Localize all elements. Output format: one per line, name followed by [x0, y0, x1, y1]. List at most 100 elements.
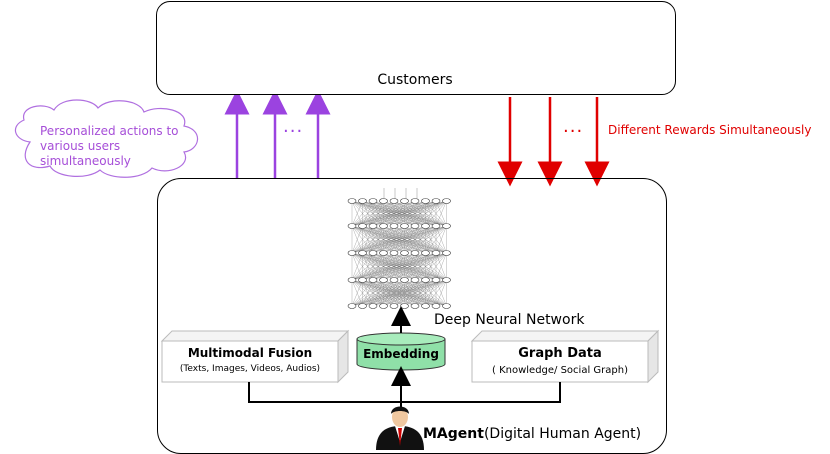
nn-edge — [351, 225, 395, 254]
nn-edge — [414, 252, 447, 281]
nn-edge — [351, 279, 416, 307]
reward-ellipsis: ... — [563, 116, 584, 137]
nn-edge — [362, 200, 447, 227]
multimodal-subtitle: (Texts, Images, Videos, Audios) — [179, 364, 321, 374]
nn-node — [421, 277, 430, 283]
nn-node — [400, 223, 409, 229]
nn-edge — [351, 279, 395, 307]
nn-node — [421, 223, 430, 229]
nn-edge — [425, 279, 447, 307]
nn-node — [358, 303, 367, 309]
nn-node — [368, 277, 378, 283]
nn-edge — [351, 225, 374, 254]
multimodal-box — [160, 329, 350, 384]
nn-edge — [351, 279, 437, 307]
nn-node — [358, 277, 367, 283]
nn-node — [421, 198, 430, 204]
nn-edge — [362, 225, 447, 254]
nn-edge — [351, 252, 384, 281]
nn-edge — [351, 279, 405, 307]
nn-edge — [351, 225, 416, 254]
nn-edge — [351, 225, 363, 254]
nn-node — [379, 277, 388, 283]
nn-edge — [383, 200, 447, 227]
nn-node — [368, 198, 378, 204]
network-label: Deep Neural Network — [434, 312, 585, 328]
nn-edge — [351, 200, 447, 227]
nn-node — [410, 277, 420, 283]
nn-node — [379, 303, 388, 309]
nn-edge — [372, 279, 447, 307]
nn-edge — [435, 225, 447, 254]
nn-edge — [351, 200, 395, 227]
nn-node — [347, 250, 357, 256]
rewards-label: Different Rewards Simultaneously — [608, 123, 812, 137]
customers-box — [156, 1, 676, 95]
personalized-actions-label: Personalized actions to various users si… — [40, 124, 179, 168]
nn-edge — [351, 252, 437, 281]
agent-description: (Digital Human Agent) — [483, 426, 642, 442]
nn-edge — [414, 279, 447, 307]
nn-node — [368, 250, 378, 256]
multimodal-title: Multimodal Fusion — [187, 346, 313, 360]
nn-node — [421, 303, 430, 309]
nn-edge — [351, 252, 405, 281]
nn-node — [400, 277, 409, 283]
nn-edge — [435, 252, 447, 281]
nn-edge — [351, 225, 426, 254]
nn-edge — [351, 252, 426, 281]
graph-subtitle: ( Knowledge/ Social Graph) — [491, 365, 628, 376]
neural-network-icon — [383, 188, 418, 200]
nn-edge — [351, 252, 447, 281]
nn-edge — [351, 252, 395, 281]
nn-node — [358, 198, 367, 204]
nn-edge — [425, 200, 447, 227]
embedding-label: Embedding — [363, 347, 439, 361]
nn-edge — [435, 200, 447, 227]
graph-title: Graph Data — [518, 346, 602, 361]
nn-edge — [351, 252, 374, 281]
nn-node — [410, 250, 420, 256]
nn-node — [431, 303, 441, 309]
cloud-shape — [14, 99, 199, 178]
nn-node — [389, 198, 399, 204]
nn-node — [410, 303, 420, 309]
reward-arrows — [497, 97, 610, 187]
nn-node — [368, 303, 378, 309]
nn-node — [379, 223, 388, 229]
nn-node — [389, 277, 399, 283]
nn-node — [347, 223, 357, 229]
nn-edge — [393, 225, 447, 254]
nn-edge — [404, 225, 447, 254]
nn-edge — [414, 200, 447, 227]
nn-edge — [351, 252, 363, 281]
agent-label: MAgent(Digital Human Agent) — [423, 426, 641, 442]
nn-edge — [393, 252, 447, 281]
nn-node — [358, 223, 367, 229]
nn-edge — [383, 252, 447, 281]
nn-edge — [351, 279, 374, 307]
nn-node — [379, 250, 388, 256]
nn-edge — [362, 252, 447, 281]
nn-edge — [393, 200, 447, 227]
nn-node — [347, 303, 357, 309]
nn-edge — [383, 225, 447, 254]
nn-edge — [351, 200, 416, 227]
nn-node — [442, 303, 451, 309]
nn-edge — [351, 225, 405, 254]
nn-edge — [351, 252, 416, 281]
nn-edge — [351, 225, 384, 254]
nn-edge — [404, 200, 447, 227]
nn-edge — [351, 200, 384, 227]
nn-node — [442, 250, 451, 256]
nn-node — [442, 198, 451, 204]
nn-edge — [425, 225, 447, 254]
nn-edge — [372, 252, 447, 281]
nn-node — [368, 223, 378, 229]
nn-edge — [351, 200, 374, 227]
nn-node — [431, 277, 441, 283]
nn-edge — [393, 279, 447, 307]
nn-edge — [351, 279, 426, 307]
nn-edge — [362, 279, 447, 307]
agent-box — [157, 178, 667, 454]
